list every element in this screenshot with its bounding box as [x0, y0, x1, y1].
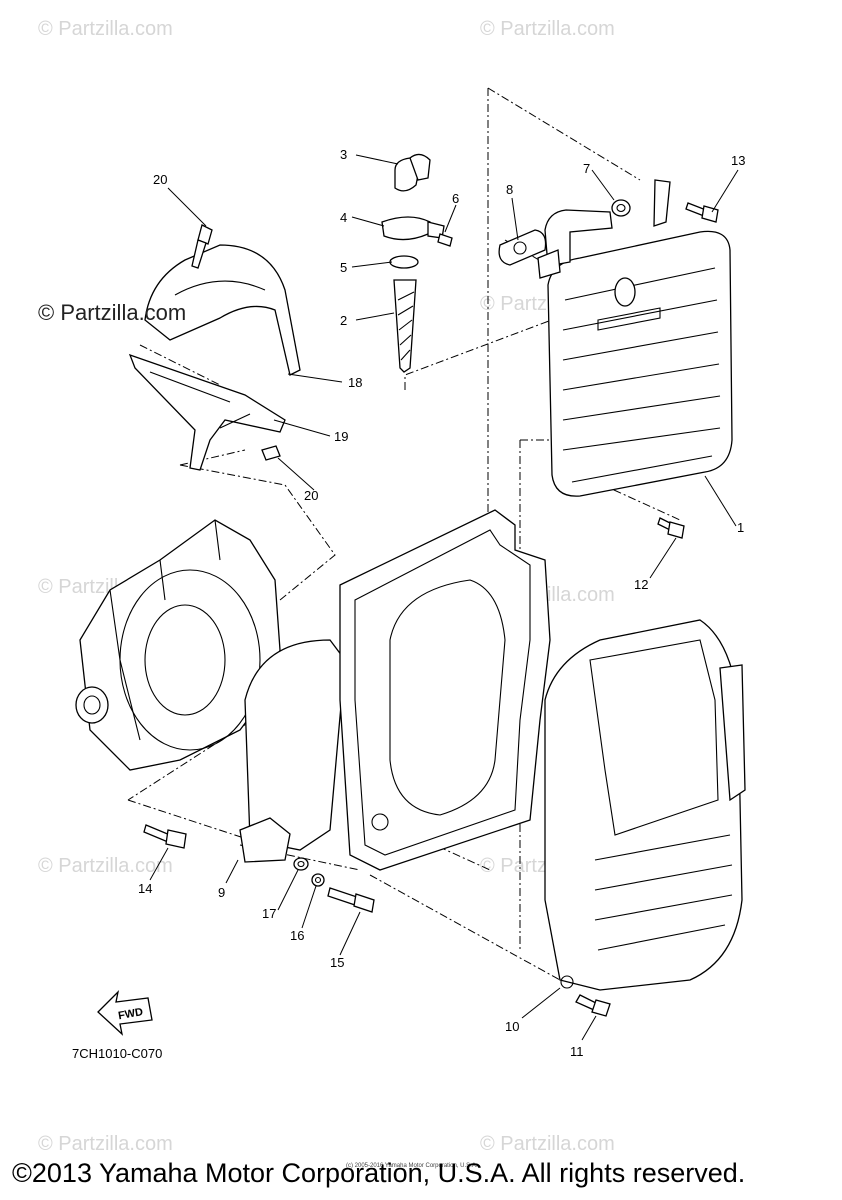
fwd-label: FWD — [117, 1006, 144, 1022]
breather-assembly — [381, 153, 453, 373]
callout-10: 10 — [505, 1019, 519, 1034]
watermark-partzilla-main: © Partzilla.com — [38, 300, 187, 325]
nut-part-7 — [611, 199, 631, 217]
fine-print: (c) 2005-2016 Yamaha Motor Corporation, … — [346, 1163, 478, 1169]
watermark-top-right: © Partzilla.com — [480, 18, 615, 40]
callout-19: 19 — [334, 429, 348, 444]
watermark-bottom-left: © Partzilla.com — [38, 1133, 173, 1155]
callout-16: 16 — [290, 928, 304, 943]
callout-labels: 1 2 3 4 5 6 7 8 9 10 11 12 13 14 15 16 1… — [138, 147, 745, 1059]
callout-17: 17 — [262, 906, 276, 921]
callout-13: 13 — [731, 153, 745, 168]
watermark-top-left: © Partzilla.com — [38, 18, 173, 40]
fan-housing-casting — [75, 519, 281, 771]
callout-1: 1 — [737, 520, 744, 535]
callout-7: 7 — [583, 161, 590, 176]
callout-4: 4 — [340, 210, 347, 225]
bolts-part-20 — [191, 224, 281, 461]
gasket-part-8 — [498, 229, 547, 266]
callout-20-top: 20 — [153, 172, 167, 187]
muffler-part-1 — [537, 179, 733, 497]
callout-14: 14 — [138, 881, 152, 896]
callout-12: 12 — [634, 577, 648, 592]
copyright-notice: ©2013 Yamaha Motor Corporation, U.S.A. A… — [12, 1158, 746, 1188]
watermark-low-left: © Partzilla.com — [38, 855, 173, 877]
watermark-bottom-right: © Partzilla.com — [480, 1133, 615, 1155]
housing-frame-part-10 — [339, 509, 551, 871]
callout-8: 8 — [506, 182, 513, 197]
callout-11: 11 — [570, 1044, 584, 1059]
shroud-part-9 — [239, 639, 346, 863]
callout-20-lower: 20 — [304, 488, 318, 503]
housing-cover — [544, 619, 746, 991]
bolt-part-13 — [685, 202, 719, 223]
callout-5: 5 — [340, 260, 347, 275]
callout-9: 9 — [218, 885, 225, 900]
bolts-and-washers — [143, 517, 685, 1017]
leader-lines — [149, 154, 739, 1041]
callout-3: 3 — [340, 147, 347, 162]
callout-18: 18 — [348, 375, 362, 390]
fwd-arrow-icon: FWD — [97, 990, 153, 1036]
cover-and-bracket — [128, 244, 301, 471]
callout-15: 15 — [330, 955, 344, 970]
callout-6: 6 — [452, 191, 459, 206]
callout-2: 2 — [340, 313, 347, 328]
diagram-code: 7CH1010-C070 — [72, 1046, 163, 1061]
